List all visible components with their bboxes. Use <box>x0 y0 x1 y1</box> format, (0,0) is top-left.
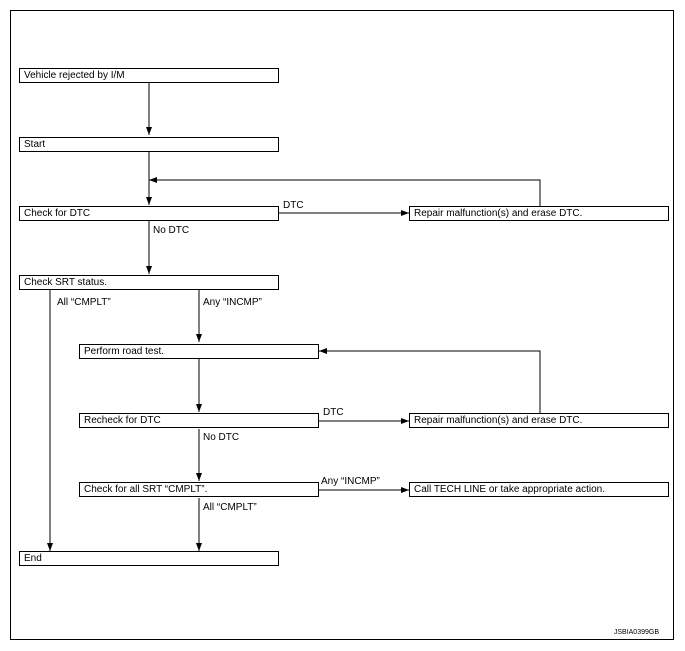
label-all-cmplt-1: All “CMPLT” <box>57 297 111 308</box>
loop-repair2-to-road-test <box>319 348 541 414</box>
step-start: Start <box>19 137 279 152</box>
label-any-incmp-1: Any “INCMP” <box>203 297 262 308</box>
step-vehicle-rejected: Vehicle rejected by I/M <box>19 68 279 83</box>
figure-code: JSBIA0399GB <box>613 629 659 636</box>
step-perform-road-test: Perform road test. <box>79 344 319 359</box>
step-check-for-dtc: Check for DTC <box>19 206 279 221</box>
diagram-frame <box>10 10 674 640</box>
label-dtc-2: DTC <box>323 407 344 418</box>
step-check-all-srt-cmplt: Check for all SRT “CMPLT”. <box>79 482 319 497</box>
label-no-dtc-1: No DTC <box>153 225 190 236</box>
loop-repair1-to-check-dtc <box>149 177 541 206</box>
step-end: End <box>19 551 279 566</box>
label-any-incmp-2: Any “INCMP” <box>321 476 380 487</box>
label-all-cmplt-2: All “CMPLT” <box>203 502 257 513</box>
step-check-srt-status: Check SRT status. <box>19 275 279 290</box>
label-no-dtc-2: No DTC <box>203 432 240 443</box>
step-call-tech-line: Call TECH LINE or take appropriate actio… <box>409 482 669 497</box>
step-recheck-for-dtc: Recheck for DTC <box>79 413 319 428</box>
step-repair-malfunction-1: Repair malfunction(s) and erase DTC. <box>409 206 669 221</box>
label-dtc-1: DTC <box>283 200 304 211</box>
step-repair-malfunction-2: Repair malfunction(s) and erase DTC. <box>409 413 669 428</box>
